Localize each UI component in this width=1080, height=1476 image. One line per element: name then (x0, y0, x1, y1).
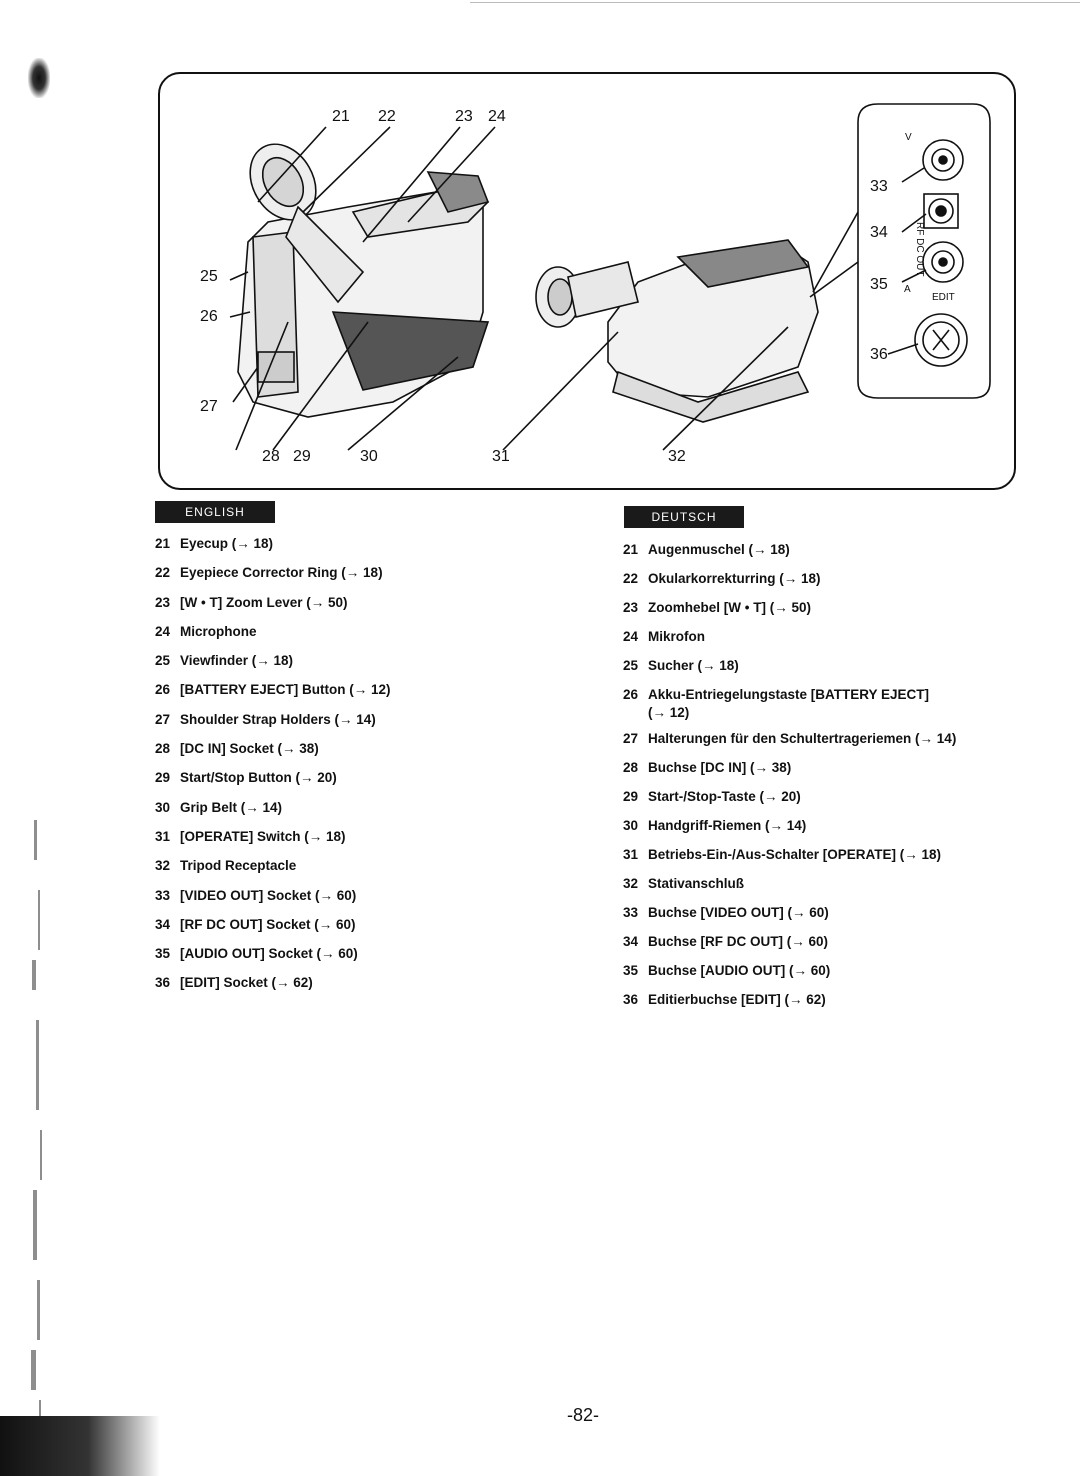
list-item: 35[AUDIO OUT] Socket (→ 60) (155, 946, 358, 962)
list-item: 26[BATTERY EJECT] Button (→ 12) (155, 682, 391, 698)
list-item: 23[W • T] Zoom Lever (→ 50) (155, 594, 348, 610)
figure-frame (158, 72, 1016, 490)
scan-edge-line (470, 2, 1080, 3)
list-item: 34[RF DC OUT] Socket (→ 60) (155, 916, 356, 932)
scan-left-edge-noise (31, 820, 42, 1430)
page-number: -82- (567, 1405, 600, 1425)
right-eyecup (535, 261, 639, 328)
callout-32: 32 (668, 448, 686, 465)
callout-24: 24 (488, 108, 506, 125)
callout-25: 25 (200, 268, 218, 285)
english-badge: ENGLISH (155, 501, 275, 523)
callout-33: 33 (870, 178, 888, 195)
camcorder-diagram (229, 103, 991, 451)
list-item: 28[DC IN] Socket (→ 38) (155, 741, 319, 757)
deutsch-badge: DEUTSCH (624, 506, 744, 528)
scan-smudge (28, 58, 50, 98)
callout-26: 26 (200, 308, 218, 325)
panel-label-edit: EDIT (932, 292, 955, 303)
list-item: 31[OPERATE] Switch (→ 18) (155, 828, 346, 844)
callout-29: 29 (293, 448, 311, 465)
panel-label-v: V (905, 132, 912, 143)
callout-27: 27 (200, 398, 218, 415)
panel-label-rf-dc-out: RF DC OUT (914, 222, 925, 277)
list-item: 36[EDIT] Socket (→ 62) (155, 975, 313, 991)
connector-panel (857, 103, 991, 399)
callout-30: 30 (360, 448, 378, 465)
callout-36: 36 (870, 346, 888, 363)
list-item: 33[VIDEO OUT] Socket (→ 60) (155, 887, 357, 903)
scan-dark-corner (0, 1416, 160, 1476)
callout-31: 31 (492, 448, 510, 465)
callout-23: 23 (455, 108, 473, 125)
callout-21: 21 (332, 108, 350, 125)
callout-22: 22 (378, 108, 396, 125)
callout-28: 28 (262, 448, 280, 465)
callout-34: 34 (870, 224, 888, 241)
panel-label-a: A (904, 284, 911, 295)
callout-35: 35 (870, 276, 888, 293)
left-eyecup (249, 143, 365, 304)
